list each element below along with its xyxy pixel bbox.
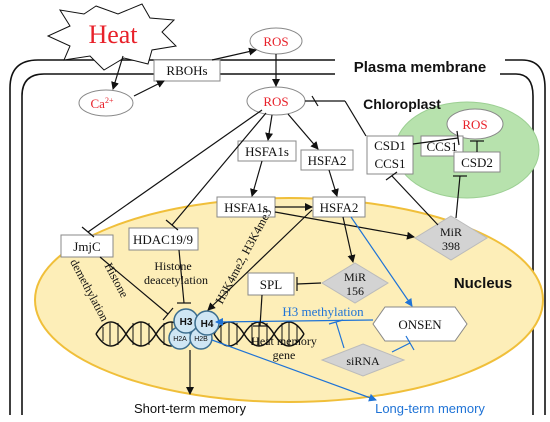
mir156-label-line1: MiR <box>344 270 366 284</box>
h2b-label: H2B <box>194 336 208 343</box>
long-term-memory-label: Long-term memory <box>375 401 485 416</box>
short-term-memory-label: Short-term memory <box>134 401 246 416</box>
ros-cell-label: ROS <box>263 94 288 109</box>
heat-starburst <box>46 3 178 71</box>
hsfa2-upper-label: HSFA2 <box>308 153 347 168</box>
hdac-box <box>128 227 199 251</box>
heat-memory-gene-line2: gene <box>273 348 296 362</box>
csd2-label: CSD2 <box>461 155 493 170</box>
heat-label: Heat <box>88 20 138 49</box>
mir398-diamond <box>414 215 488 261</box>
rbohs-box <box>153 59 221 82</box>
hdac-label: HDAC19/9 <box>133 232 193 247</box>
histone-octamer: H3 H4 H2A H2B <box>168 308 220 350</box>
arrow-heat-to-rbohs <box>111 55 124 90</box>
hsfa2-nucleus-label: HSFA2 <box>320 200 359 215</box>
csd1-label: CSD1 <box>374 138 406 153</box>
rbohs-label: RBOHs <box>166 63 207 78</box>
arrow-hsfa2-upper-to-nucleus <box>328 169 339 197</box>
arrow-hsfa2-to-mir156 <box>342 216 356 263</box>
ccs1-left-label: CCS1 <box>374 156 405 171</box>
calcium-label: Ca2+ <box>91 96 114 111</box>
blue-inhibition-lines <box>328 319 415 353</box>
heat-memory-gene-line1: Heat memory <box>251 334 317 348</box>
calcium-superscript: 2+ <box>105 96 114 105</box>
calcium-ellipse <box>78 89 134 117</box>
sirna-diamond <box>320 343 406 377</box>
arrow-histone-to-long-term <box>211 339 377 402</box>
arrow-onsen-to-histone <box>215 317 374 326</box>
arrow-ros-to-hsfa2 <box>287 113 319 150</box>
hsfa2-nucleus-box <box>312 196 366 218</box>
nucleus-label: Nucleus <box>454 275 512 292</box>
onsen-shape <box>372 306 468 342</box>
plasma-membrane <box>9 59 546 415</box>
h3-label: H3 <box>180 317 193 328</box>
hsfa2-upper-box <box>300 149 354 171</box>
csd1-ccs1-box <box>366 135 414 175</box>
arrow-hsfa1s-upper-to-nucleus <box>250 160 263 197</box>
mir156-diamond <box>321 262 389 304</box>
arrow-hsfa2-to-onsen <box>350 216 413 307</box>
chloroplast-label: Chloroplast <box>363 96 441 112</box>
mir398-label-line1: MiR <box>440 225 462 239</box>
ros-chloroplast-label: ROS <box>462 117 487 132</box>
hsfa1s-upper-label: HSFA1s <box>245 144 289 159</box>
mir156-label-line2: 156 <box>346 284 364 298</box>
h2a-label: H2A <box>173 336 187 343</box>
spl-label: SPL <box>260 277 282 292</box>
h4-label: H4 <box>201 319 214 330</box>
onsen-label: ONSEN <box>398 317 442 332</box>
h3-methylation-label: H3 methylation <box>282 304 364 319</box>
arrow-ros-to-hsfa1s <box>265 114 274 141</box>
ros-chloroplast-ellipse <box>446 108 504 140</box>
blue-arrows <box>211 216 413 402</box>
jmjc-label: JmjC <box>73 239 100 254</box>
jmjc-box <box>60 234 114 258</box>
spl-box <box>247 272 295 296</box>
sirna-label: siRNA <box>346 354 380 368</box>
hsfa1s-nucleus-label: HSFA1s <box>224 200 268 215</box>
histone-deacetylation-line1: Histone <box>154 259 191 273</box>
ros-top-label: ROS <box>263 34 288 49</box>
arrow-h3k4me-to-histone <box>207 209 313 311</box>
inhibition-lines <box>81 95 484 327</box>
histone-deacetylation-line2: deacetylation <box>144 273 208 287</box>
arrow-rbohs-to-ros-top <box>211 47 257 61</box>
plasma-membrane-label: Plasma membrane <box>354 59 487 76</box>
ccs1-right-label: CCS1 <box>426 139 457 154</box>
mir398-label-line2: 398 <box>442 239 460 253</box>
arrow-calcium-to-rbohs <box>133 80 165 97</box>
activation-arrows <box>111 47 415 395</box>
calcium-text: Ca <box>91 96 106 111</box>
hsfa1s-upper-box <box>237 140 297 162</box>
